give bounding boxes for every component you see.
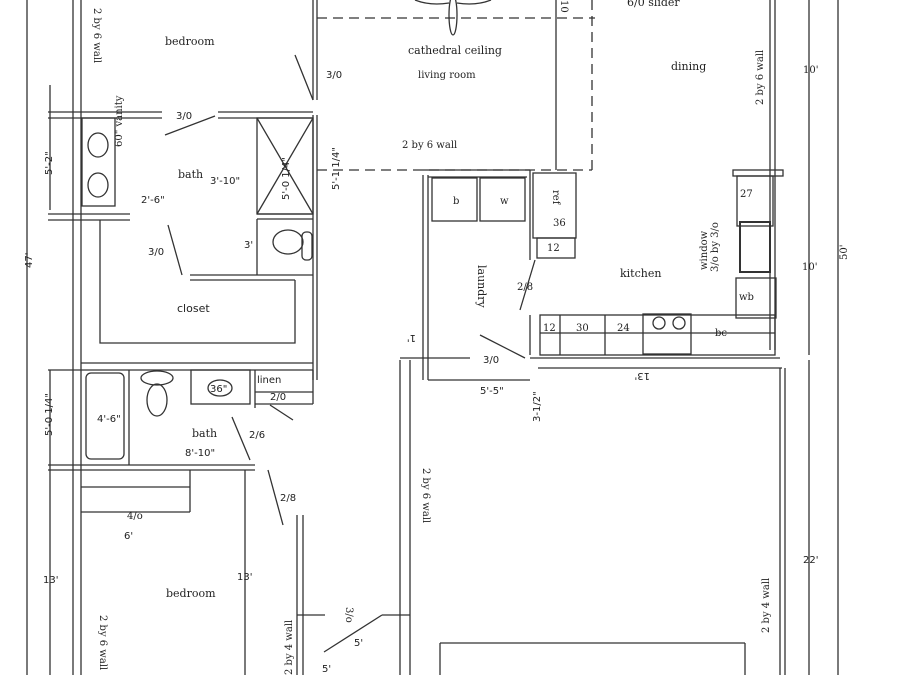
wall-label-2x6-a: 2 by 6 wall: [91, 8, 102, 63]
dim-47: 47': [24, 253, 35, 268]
door-bedroom-top: 3/0: [176, 111, 192, 122]
dim-5-hall2: 5': [322, 664, 331, 675]
cabinet-12a: 12: [547, 243, 560, 254]
wall-label-2x6-e: 2 by 6 wall: [97, 615, 108, 670]
door-bath-mid: 2/6: [249, 430, 265, 441]
dim-10-top: 10': [803, 65, 818, 76]
wall-label-2x6-c: 2 by 6 wall: [755, 50, 766, 105]
dim-13-kitchen: 13': [635, 370, 650, 381]
wb-label: wb: [739, 292, 754, 303]
wall-label-2x6-d: 2 by 6 wall: [420, 468, 431, 523]
dim-4-6: 4'-6": [97, 414, 121, 425]
cabinet-30: 30: [576, 323, 589, 334]
room-label-closet: closet: [177, 302, 210, 315]
room-label-bath-mid: bath: [192, 427, 217, 440]
wall-label-2x4-b: 2 by 4 wall: [284, 620, 295, 675]
door-living: 3/0: [326, 70, 342, 81]
door-laundry: 3/0: [483, 355, 499, 366]
dim-1: 1': [407, 332, 416, 343]
room-label-cathedral: cathedral ceiling: [408, 44, 502, 57]
bc-label: bc: [715, 328, 727, 339]
room-label-dining: dining: [671, 60, 706, 73]
vanity-label: 60" vanity: [114, 95, 125, 147]
cabinet-12b: 12: [543, 323, 556, 334]
ref-width: 36: [553, 218, 566, 229]
wall-label-2x6-b: 2 by 6 wall: [402, 140, 457, 151]
dim-2-6: 2'-6": [141, 195, 165, 206]
shower-36: 36": [210, 384, 227, 395]
dim-5-hall: 5': [354, 638, 363, 649]
door-kitchen: 2/8: [517, 282, 533, 293]
room-label-linen: linen: [257, 375, 281, 386]
dim-50: 50': [839, 245, 850, 260]
door-closet: 3/0: [148, 247, 164, 258]
dim-5-5: 5'-5": [480, 386, 504, 397]
dim-5-1-14: 5'-1 1/4": [331, 147, 342, 190]
dim-5-0-14-left: 5'-0 1/4": [44, 393, 55, 436]
room-label-bedroom-bottom: bedroom: [166, 587, 216, 600]
dim-8-10: 8'-10": [185, 448, 215, 459]
room-label-bedroom-top: bedroom: [165, 35, 215, 48]
dim-5-0-14-shower: 5'-0 1/4": [281, 157, 292, 200]
cabinet-24: 24: [617, 323, 630, 334]
washer-label: w: [500, 196, 509, 207]
wall-label-2x4-a: 2 by 4 wall: [761, 578, 772, 633]
room-label-laundry: laundry: [475, 265, 488, 309]
door-closet-bottom: 4/o: [127, 511, 143, 522]
dim-22: 22': [803, 555, 818, 566]
room-label-kitchen: kitchen: [620, 267, 661, 280]
slider-label: 6/0 slider: [627, 0, 680, 9]
dim-3: 3': [244, 240, 253, 251]
window-size: 3/o by 3/o: [710, 222, 721, 272]
room-label-living: living room: [418, 70, 476, 81]
room-label-bath-top: bath: [178, 168, 203, 181]
dim-6: 6': [124, 531, 133, 542]
door-bedroom-bottom: 2/8: [280, 493, 296, 504]
top-cut-label: 10: [558, 0, 569, 13]
cabinet-27: 27: [740, 189, 753, 200]
dim-10-mid: 10': [802, 262, 817, 273]
dim-5-2: 5'-2": [44, 151, 55, 175]
dim-3-12: 3-1/2": [532, 391, 543, 422]
door-entry: 3/o: [343, 607, 354, 623]
window-label: window: [699, 230, 710, 270]
dim-13-left: 13': [43, 575, 58, 586]
dryer-label: b: [453, 196, 459, 207]
ref-label: ref: [550, 190, 561, 206]
dim-3-10: 3'-10": [210, 176, 240, 187]
dim-13-mid: 13': [237, 572, 252, 583]
door-linen: 2/0: [270, 392, 286, 403]
